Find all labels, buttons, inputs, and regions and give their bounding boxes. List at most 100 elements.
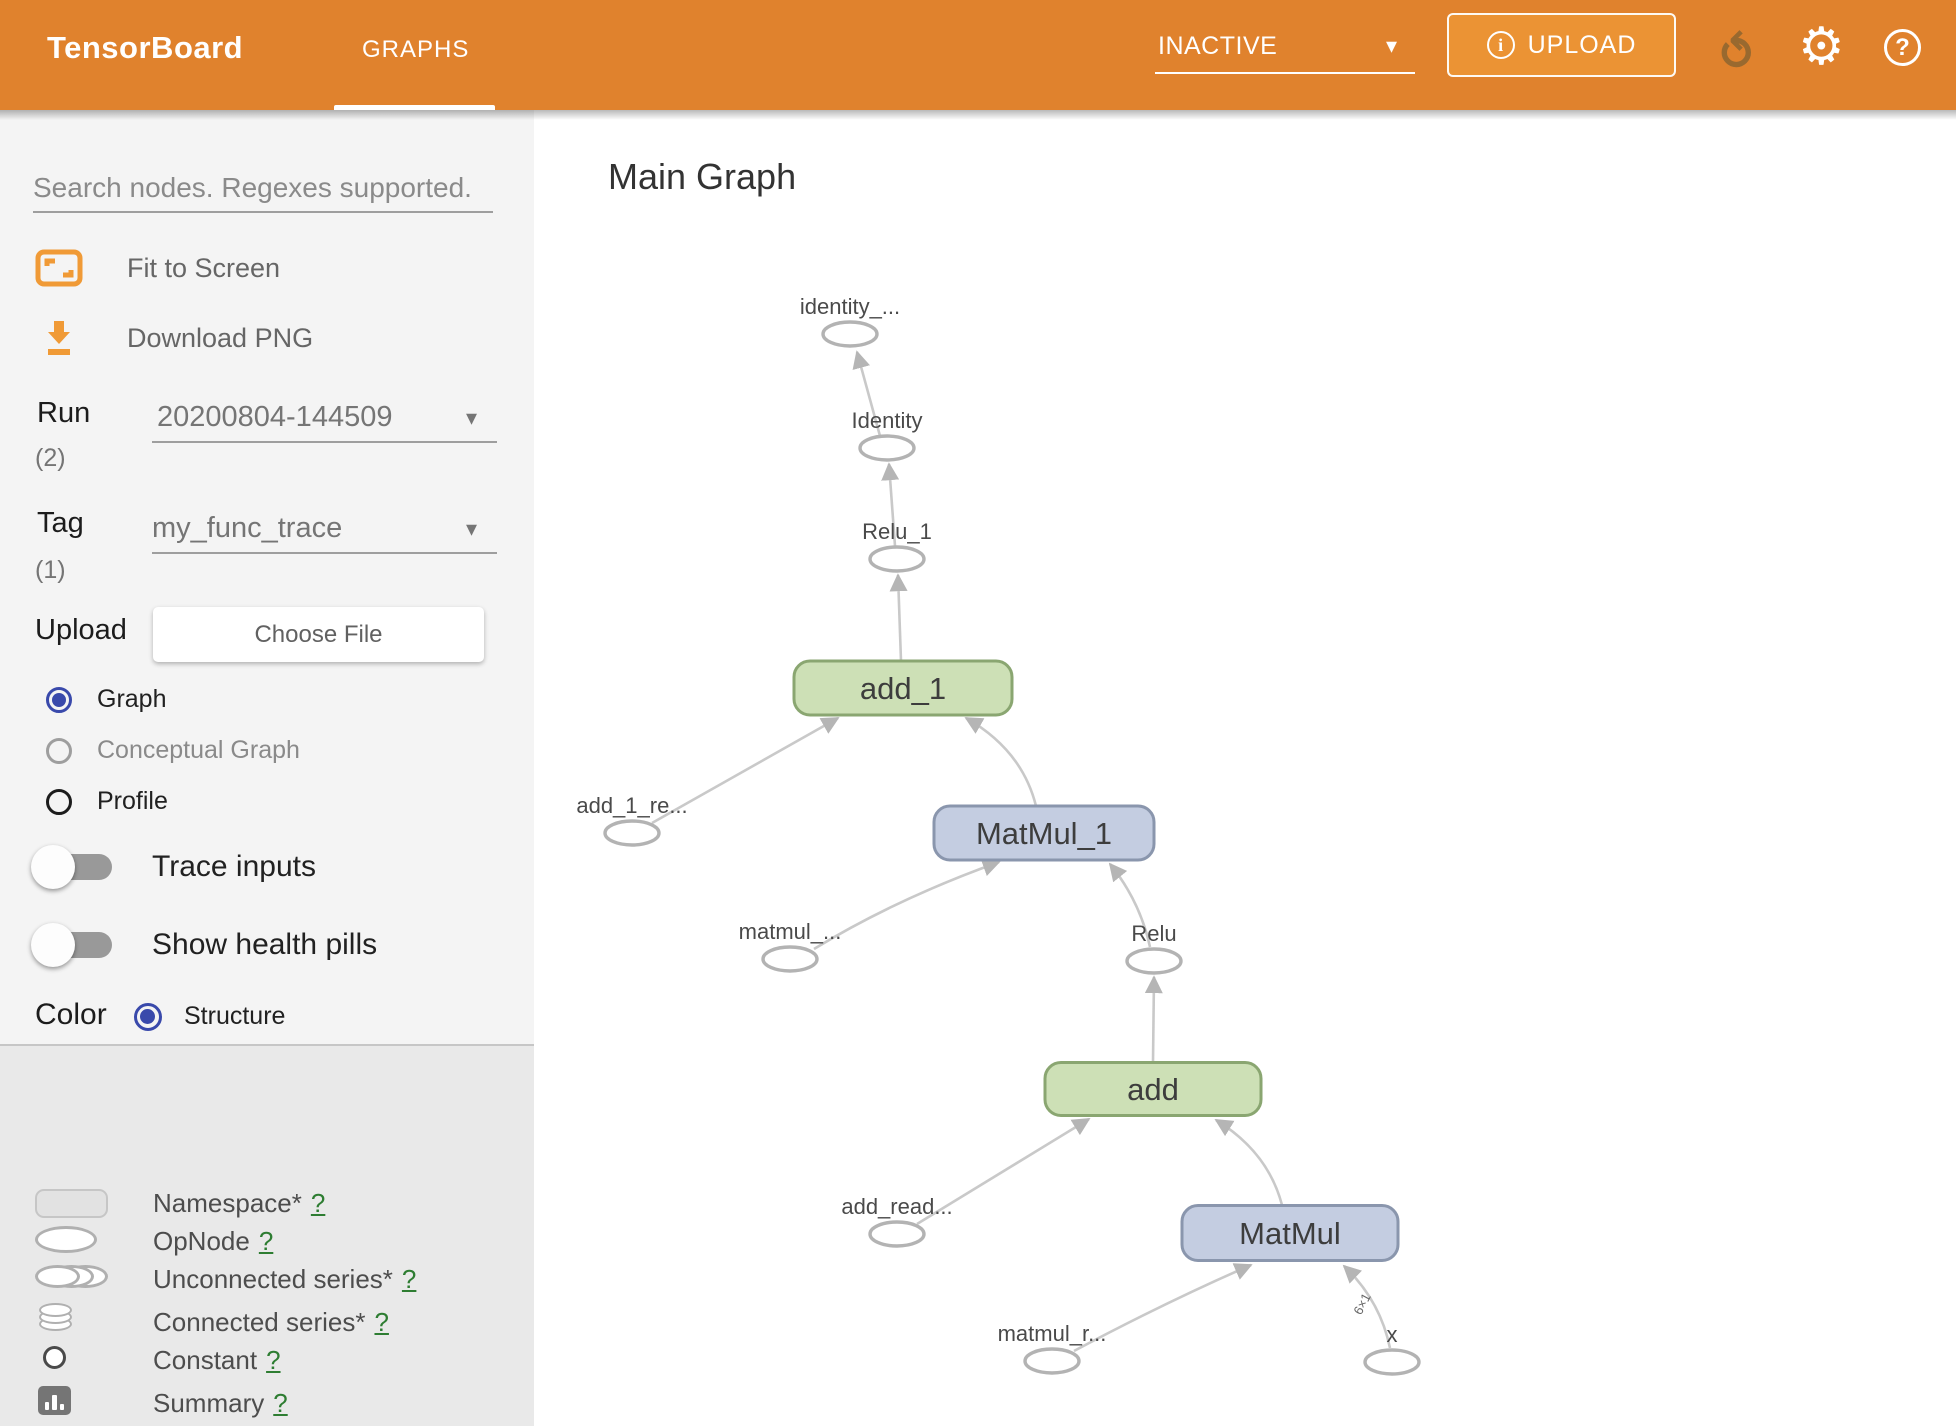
search-input[interactable]	[33, 165, 493, 213]
graph-node-label: add_1_re...	[576, 793, 687, 818]
dropdown-caret-icon: ▾	[1385, 33, 1397, 58]
graph-node-add_read[interactable]: add_read...	[841, 1194, 953, 1248]
namespace-help-link[interactable]: ?	[310, 1188, 326, 1218]
graph-node-label: add_1	[860, 671, 946, 706]
graph-node-label: add	[1127, 1072, 1179, 1107]
tag-select-underline	[152, 552, 497, 554]
run-select[interactable]: 20200804-144509	[157, 401, 393, 433]
legend-item-opnode: OpNode?	[0, 1224, 534, 1264]
graph-edge	[964, 716, 1038, 807]
show-health-pills-label: Show health pills	[152, 928, 378, 961]
tab-active-underline	[334, 105, 495, 110]
graph-node-Identity[interactable]: Identity	[852, 408, 923, 462]
radio-profile[interactable]: Profile	[46, 787, 168, 816]
radio-graph[interactable]: Graph	[46, 685, 166, 714]
color-structure-radio[interactable]	[134, 1003, 162, 1031]
legend-label: OpNode	[153, 1226, 250, 1256]
show-health-pills-toggle[interactable]: Show health pills	[31, 923, 378, 967]
summary-help-link[interactable]: ?	[273, 1388, 288, 1418]
graph-node-Relu[interactable]: Relu	[1125, 921, 1183, 975]
opnode-help-link[interactable]: ?	[258, 1226, 274, 1256]
run-label: Run	[37, 397, 91, 429]
radio-selected-icon	[46, 686, 72, 713]
graph-node-label: MatMul	[1239, 1216, 1341, 1251]
legend-item-constant: Constant?	[0, 1343, 534, 1383]
legend-item-unconnected-series: Unconnected series*?	[0, 1262, 534, 1302]
legend-label: Connected series*	[153, 1307, 366, 1337]
app-header: TensorBoard GRAPHS INACTIVE ▾ i UPLOAD ⟳…	[0, 0, 1956, 110]
graph-node-add[interactable]: add	[1043, 1061, 1263, 1117]
graph-edge	[1073, 1263, 1253, 1353]
graph-edge	[813, 859, 1001, 951]
tag-label: Tag	[37, 507, 84, 539]
connected-series-help-link[interactable]: ?	[374, 1307, 389, 1337]
run-count: (2)	[35, 444, 66, 472]
download-png-button[interactable]: Download PNG	[35, 318, 313, 358]
color-label: Color	[35, 998, 107, 1031]
status-value: INACTIVE	[1158, 32, 1278, 60]
toggle-off-icon	[31, 845, 112, 889]
graph-edge	[852, 350, 882, 437]
unconnected-series-help-link[interactable]: ?	[401, 1264, 417, 1294]
graph-node-matmul_r_read[interactable]: matmul_r...	[998, 1321, 1107, 1375]
gear-icon[interactable]: ⚙	[1798, 18, 1845, 76]
trace-inputs-toggle[interactable]: Trace inputs	[31, 845, 316, 889]
graph-edge	[1144, 975, 1163, 1063]
legend-item-connected-series: Connected series*?	[0, 1301, 534, 1341]
graph-node-MatMul_1[interactable]: MatMul_1	[932, 804, 1156, 862]
graph-edge	[889, 573, 908, 662]
page-title: Main Graph	[608, 156, 797, 197]
graph-edge	[1214, 1118, 1284, 1206]
tag-caret-icon[interactable]: ▾	[466, 516, 478, 541]
graph-node-label: add_read...	[841, 1194, 952, 1219]
graph-node-x[interactable]: x	[1363, 1322, 1421, 1376]
edge-shape-label: 6×1	[1350, 1291, 1374, 1318]
fit-to-screen-icon	[35, 248, 83, 288]
constant-help-link[interactable]: ?	[266, 1345, 281, 1375]
graph-node-identity-out[interactable]: identity_...	[800, 294, 900, 348]
graph-node-matmul_read[interactable]: matmul_...	[739, 919, 842, 973]
graph-node-label: Relu	[1131, 921, 1176, 946]
upload-field-label: Upload	[35, 614, 127, 646]
graph-node-label: x	[1387, 1322, 1398, 1347]
legend-label: Constant	[153, 1345, 258, 1375]
graph-edge	[1108, 862, 1152, 948]
run-caret-icon[interactable]: ▾	[466, 405, 478, 430]
radio-profile-label: Profile	[97, 787, 168, 815]
status-dropdown[interactable]: INACTIVE ▾	[1155, 0, 1415, 110]
run-select-underline	[152, 441, 497, 443]
fit-to-screen-label: Fit to Screen	[127, 252, 281, 283]
graph-node-add_1[interactable]: add_1	[792, 659, 1014, 717]
constant-icon	[43, 1346, 66, 1369]
color-structure-label: Structure	[184, 1002, 286, 1030]
status-underline	[1155, 72, 1415, 74]
graph-node-label: matmul_r...	[998, 1321, 1107, 1346]
summary-icon	[38, 1386, 71, 1415]
radio-conceptual-graph[interactable]: Conceptual Graph	[46, 736, 300, 765]
choose-file-button[interactable]: Choose File	[153, 607, 484, 662]
legend-label: Unconnected series*	[153, 1264, 393, 1294]
refresh-icon[interactable]: ⟳	[1709, 29, 1762, 69]
graph-node-MatMul[interactable]: MatMul	[1180, 1204, 1400, 1262]
toggle-off-icon	[31, 923, 112, 967]
radio-unselected-icon	[46, 737, 72, 764]
graph-node-label: identity_...	[800, 294, 900, 319]
trace-inputs-label: Trace inputs	[152, 850, 316, 883]
legend-item-summary: Summary?	[0, 1383, 534, 1423]
tab-graphs[interactable]: GRAPHS	[362, 36, 470, 63]
graph-node-label: matmul_...	[739, 919, 842, 944]
info-icon: i	[1486, 31, 1515, 59]
tag-count: (1)	[35, 556, 66, 584]
legend-section: Close legend. Graph (* = expandable) Nam…	[0, 1044, 534, 1426]
tag-select[interactable]: my_func_trace	[152, 512, 343, 544]
upload-button[interactable]: i UPLOAD	[1447, 13, 1676, 77]
fit-to-screen-button[interactable]: Fit to Screen	[35, 248, 280, 288]
graph-node-Relu_1[interactable]: Relu_1	[862, 519, 932, 573]
graph-node-add_1_read[interactable]: add_1_re...	[576, 793, 688, 847]
help-icon[interactable]: ?	[1884, 29, 1921, 66]
graph-edge	[881, 462, 900, 547]
graph-node-label: MatMul_1	[976, 816, 1112, 851]
namespace-icon	[35, 1189, 108, 1218]
graph-edge	[651, 716, 840, 825]
